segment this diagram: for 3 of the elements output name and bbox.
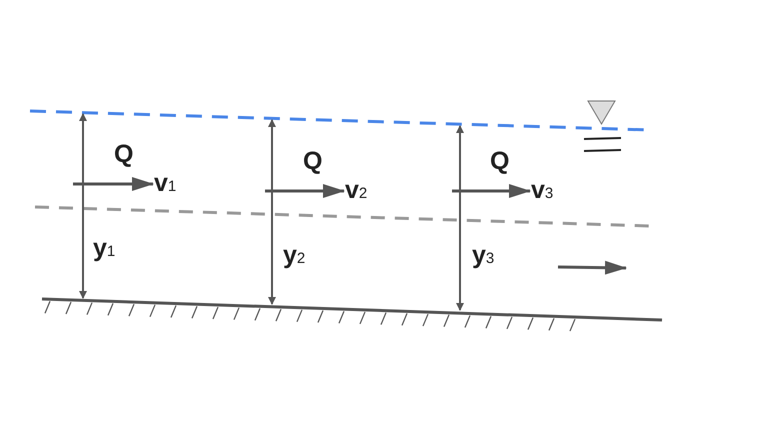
symbol-label: Q	[490, 149, 510, 174]
symbol-label: Q	[114, 142, 134, 167]
symbol-label: Q	[303, 149, 322, 174]
